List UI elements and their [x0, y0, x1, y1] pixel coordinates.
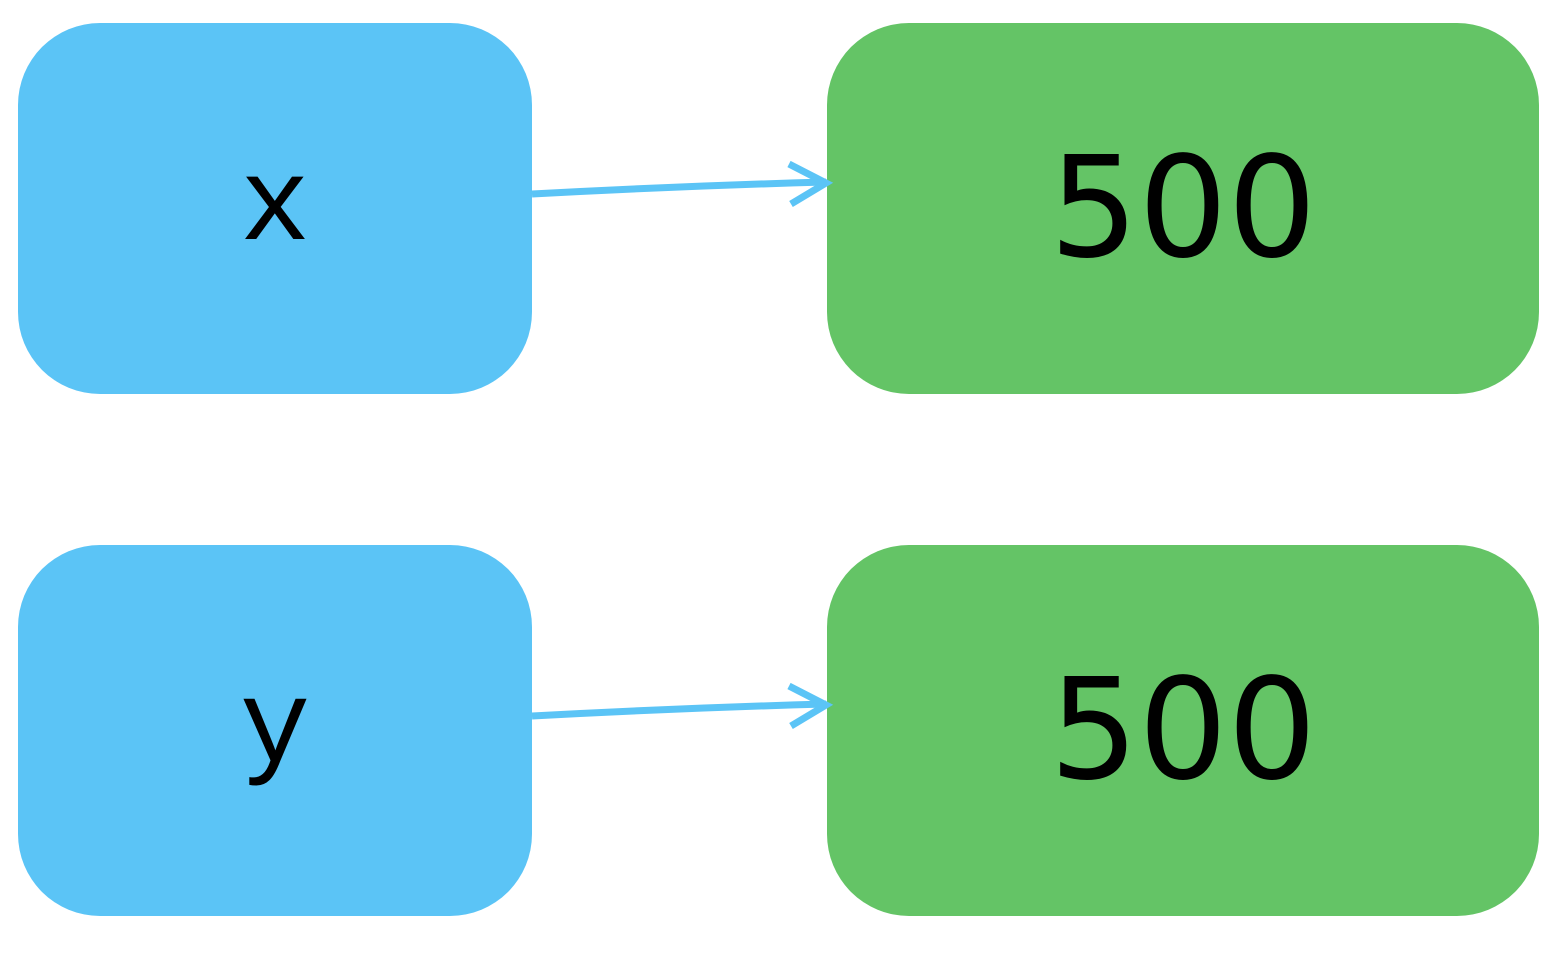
arrow-x-to-value	[531, 160, 834, 208]
variable-y-label: y	[239, 664, 311, 797]
value-box-2: 500	[827, 545, 1539, 916]
value-label-1: 500	[1049, 127, 1317, 290]
value-label-2: 500	[1049, 649, 1317, 812]
variable-x-box: x	[18, 23, 532, 394]
variable-y-box: y	[18, 545, 532, 916]
value-box-1: 500	[827, 23, 1539, 394]
arrow-y-to-value	[531, 682, 834, 730]
variable-x-label: x	[239, 142, 311, 275]
